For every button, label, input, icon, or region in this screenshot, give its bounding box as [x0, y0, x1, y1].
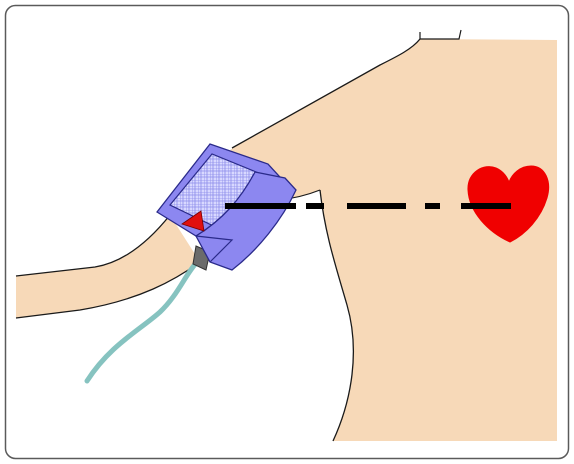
blood-pressure-cuff-diagram [0, 0, 574, 464]
